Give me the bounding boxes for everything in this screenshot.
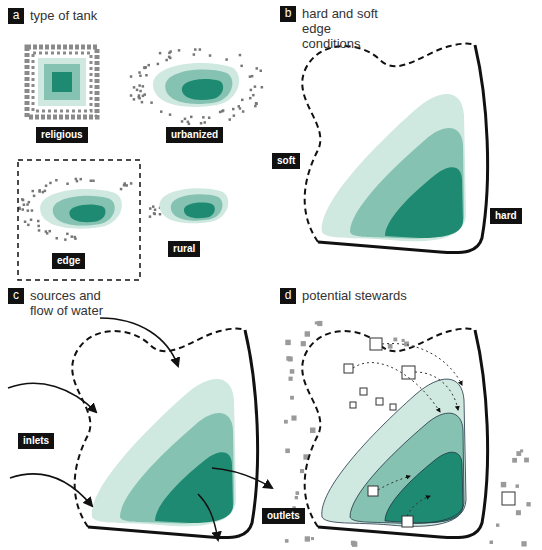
label-tag: soft bbox=[272, 153, 300, 169]
label-tag: rural bbox=[168, 241, 200, 257]
panel-heading: a type of tank bbox=[8, 8, 168, 24]
panel-letter: d bbox=[280, 288, 296, 304]
label-tag: outlets bbox=[262, 508, 305, 524]
label-tag: urbanized bbox=[166, 127, 223, 143]
panel-title: hard and soft edge conditions bbox=[302, 6, 392, 51]
panel-heading: d potential stewards bbox=[280, 288, 460, 304]
label-tag: inlets bbox=[18, 433, 54, 449]
panel-letter: a bbox=[8, 8, 24, 24]
panel-title: type of tank bbox=[30, 8, 168, 23]
panel-heading: c sources and flow of water bbox=[8, 288, 126, 318]
tank-label: urbanized bbox=[166, 124, 223, 143]
panel-letter: b bbox=[280, 6, 296, 22]
label-tag: hard bbox=[490, 208, 522, 224]
panel-letter: c bbox=[8, 288, 24, 304]
panel-title: potential stewards bbox=[302, 288, 460, 303]
panel-heading: b hard and soft edge conditions bbox=[280, 6, 392, 51]
panel-title: sources and flow of water bbox=[30, 288, 126, 318]
tank-label: inlets bbox=[18, 430, 54, 449]
tank-label: religious bbox=[36, 124, 88, 143]
tank-label: outlets bbox=[262, 505, 305, 524]
tank-label: edge bbox=[52, 250, 85, 269]
label-tag: religious bbox=[36, 127, 88, 143]
label-tag: edge bbox=[52, 253, 85, 269]
tank-label: rural bbox=[168, 238, 200, 257]
tank-label: soft bbox=[272, 150, 300, 169]
tank-label: hard bbox=[490, 205, 522, 224]
